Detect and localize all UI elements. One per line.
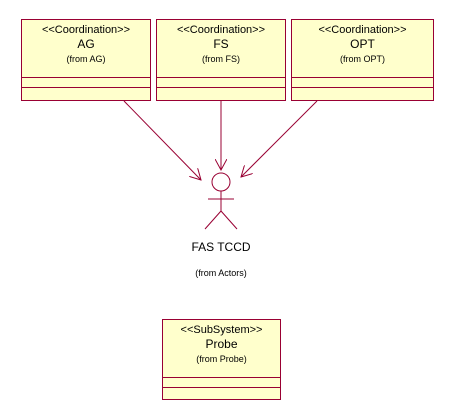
actor-right-leg: [220, 210, 238, 230]
class-box-fs[interactable]: <<Coordination>> FS (from FS): [156, 19, 286, 101]
class-box-ag[interactable]: <<Coordination>> AG (from AG): [21, 19, 151, 101]
stereotype-label: <<Coordination>>: [41, 24, 131, 36]
class-box-header: <<Coordination>> AG (from AG): [22, 20, 150, 65]
actor-from-package-label: (from Actors): [195, 268, 247, 278]
from-package-label: (from Probe): [196, 354, 247, 364]
stereotype-label: <<Coordination>>: [176, 24, 266, 36]
attributes-divider: [157, 77, 285, 78]
from-package-label: (from OPT): [340, 54, 385, 64]
class-box-header: <<Coordination>> FS (from FS): [157, 20, 285, 65]
actor-left-leg: [204, 210, 222, 230]
attributes-divider: [22, 77, 150, 78]
class-box-opt[interactable]: <<Coordination>> OPT (from OPT): [291, 19, 434, 101]
operations-divider: [157, 87, 285, 88]
class-name: Probe: [205, 337, 238, 351]
actor-name-label: FAS TCCD: [191, 240, 251, 254]
stereotype-label: <<SubSystem>>: [180, 324, 263, 336]
class-name: OPT: [350, 37, 375, 51]
actor-stick-figure[interactable]: [204, 172, 238, 230]
from-package-label: (from AG): [66, 54, 106, 64]
stereotype-label: <<Coordination>>: [318, 24, 407, 36]
attributes-divider: [292, 77, 433, 78]
class-box-header: <<Coordination>> OPT (from OPT): [292, 20, 433, 65]
dependency-arrow-opt[interactable]: [241, 100, 318, 177]
class-box-probe[interactable]: <<SubSystem>> Probe (from Probe): [162, 319, 281, 400]
operations-divider: [22, 87, 150, 88]
operations-divider: [292, 87, 433, 88]
dependency-arrow-ag[interactable]: [123, 100, 201, 180]
operations-divider: [163, 387, 280, 388]
attributes-divider: [163, 377, 280, 378]
actor-head: [211, 172, 231, 192]
class-name: FS: [213, 37, 229, 51]
class-box-header: <<SubSystem>> Probe (from Probe): [163, 320, 280, 365]
class-name: AG: [77, 37, 95, 51]
from-package-label: (from FS): [202, 54, 240, 64]
